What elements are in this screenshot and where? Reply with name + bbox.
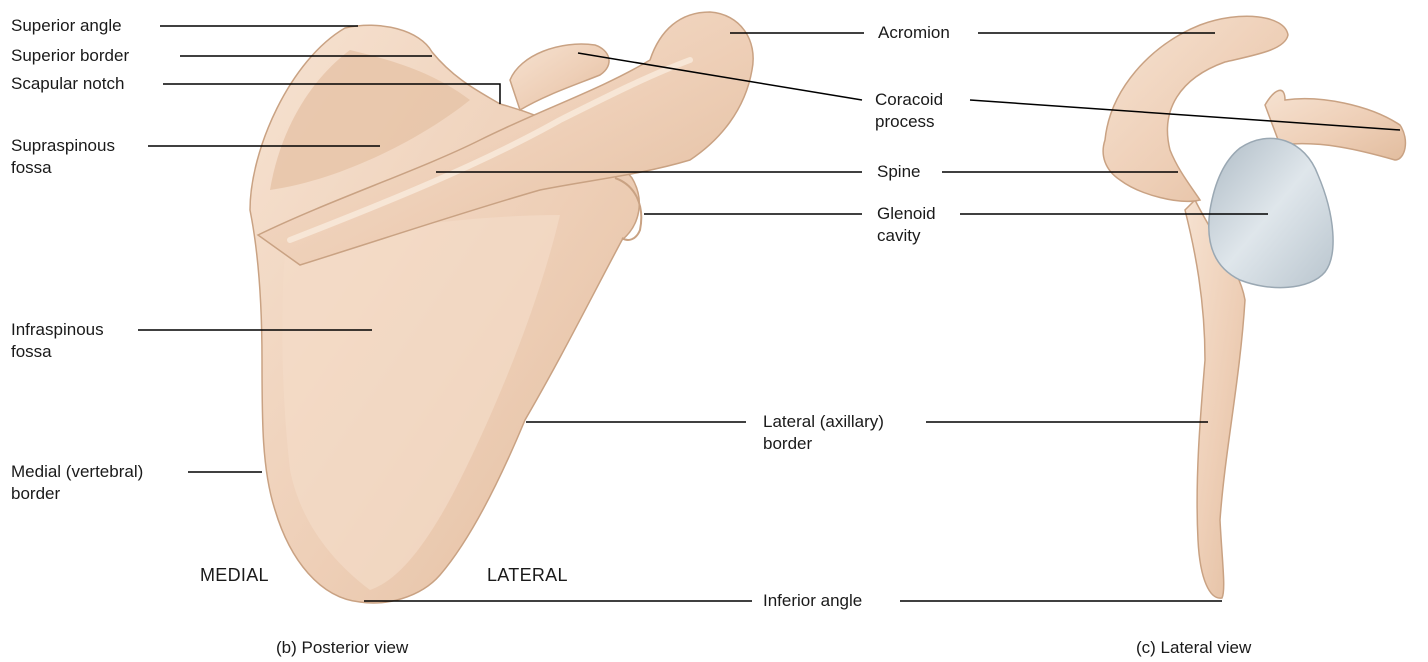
label-medial-border-line2: border [11, 483, 143, 505]
label-scapular-notch: Scapular notch [11, 73, 124, 95]
orientation-medial: MEDIAL [200, 565, 269, 586]
caption-lateral-view: (c) Lateral view [1136, 638, 1251, 658]
label-medial-border-line1: Medial (vertebral) [11, 461, 143, 483]
label-coracoid-process: Coracoid process [875, 89, 943, 133]
label-infraspinous-line1: Infraspinous [11, 319, 104, 341]
label-superior-angle: Superior angle [11, 15, 122, 37]
orientation-lateral: LATERAL [487, 565, 568, 586]
label-glenoid-line2: cavity [877, 225, 936, 247]
label-infraspinous-line2: fossa [11, 341, 104, 363]
label-coracoid-line2: process [875, 111, 943, 133]
label-glenoid-line1: Glenoid [877, 203, 936, 225]
label-lateral-border: Lateral (axillary) border [763, 411, 884, 455]
label-spine: Spine [877, 161, 920, 183]
lateral-scapula [1103, 16, 1405, 598]
label-medial-border: Medial (vertebral) border [11, 461, 143, 505]
label-glenoid-cavity: Glenoid cavity [877, 203, 936, 247]
label-supraspinous-fossa: Supraspinous fossa [11, 135, 115, 179]
label-lateral-border-line1: Lateral (axillary) [763, 411, 884, 433]
caption-posterior-view: (b) Posterior view [276, 638, 408, 658]
label-supraspinous-line1: Supraspinous [11, 135, 115, 157]
label-coracoid-line1: Coracoid [875, 89, 943, 111]
label-infraspinous-fossa: Infraspinous fossa [11, 319, 104, 363]
label-inferior-angle: Inferior angle [763, 590, 862, 612]
label-lateral-border-line2: border [763, 433, 884, 455]
label-supraspinous-line2: fossa [11, 157, 115, 179]
glenoid-cartilage [1209, 138, 1333, 287]
posterior-scapula [250, 12, 753, 603]
label-acromion: Acromion [878, 22, 950, 44]
label-superior-border: Superior border [11, 45, 129, 67]
